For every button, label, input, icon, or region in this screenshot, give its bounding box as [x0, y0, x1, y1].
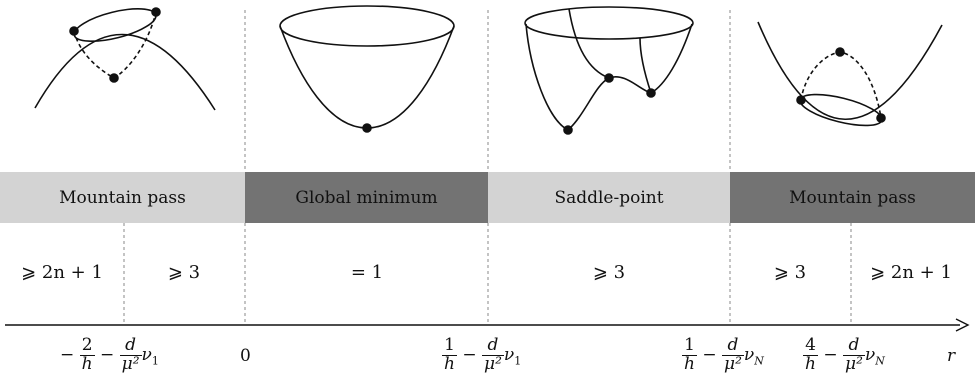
mountain-pass-sketch-right: [757, 21, 943, 127]
solution-count: ⩾ 3: [167, 262, 201, 283]
region-band-global-minimum: Global minimum: [245, 172, 488, 223]
region-dividers: [123, 10, 852, 325]
region-band-mountain-pass-right: Mountain pass: [730, 172, 975, 223]
saddle-point-sketch: [524, 6, 694, 135]
landscape-sketches: [34, 5, 943, 135]
mountain-pass-sketch-left: [34, 7, 216, 111]
region-band-saddle-point: Saddle-point: [488, 172, 730, 223]
region-label: Mountain pass: [789, 187, 916, 208]
region-label: Global minimum: [295, 187, 438, 208]
axis-arrow-icon: [955, 318, 970, 332]
region-label: Mountain pass: [59, 187, 186, 208]
solution-count: ⩾ 3: [773, 262, 807, 283]
axis-variable-label: r: [947, 346, 956, 366]
global-minimum-sketch: [279, 5, 455, 133]
region-label: Saddle-point: [554, 187, 664, 208]
region-band-mountain-pass-left: Mountain pass: [0, 172, 245, 223]
solution-count: ⩾ 3: [592, 262, 626, 283]
tick-label: 0: [240, 346, 251, 366]
solution-count: ⩾ 2n + 1: [870, 262, 952, 283]
solution-count: ⩾ 2n + 1: [21, 262, 103, 283]
solution-count: = 1: [350, 262, 384, 283]
